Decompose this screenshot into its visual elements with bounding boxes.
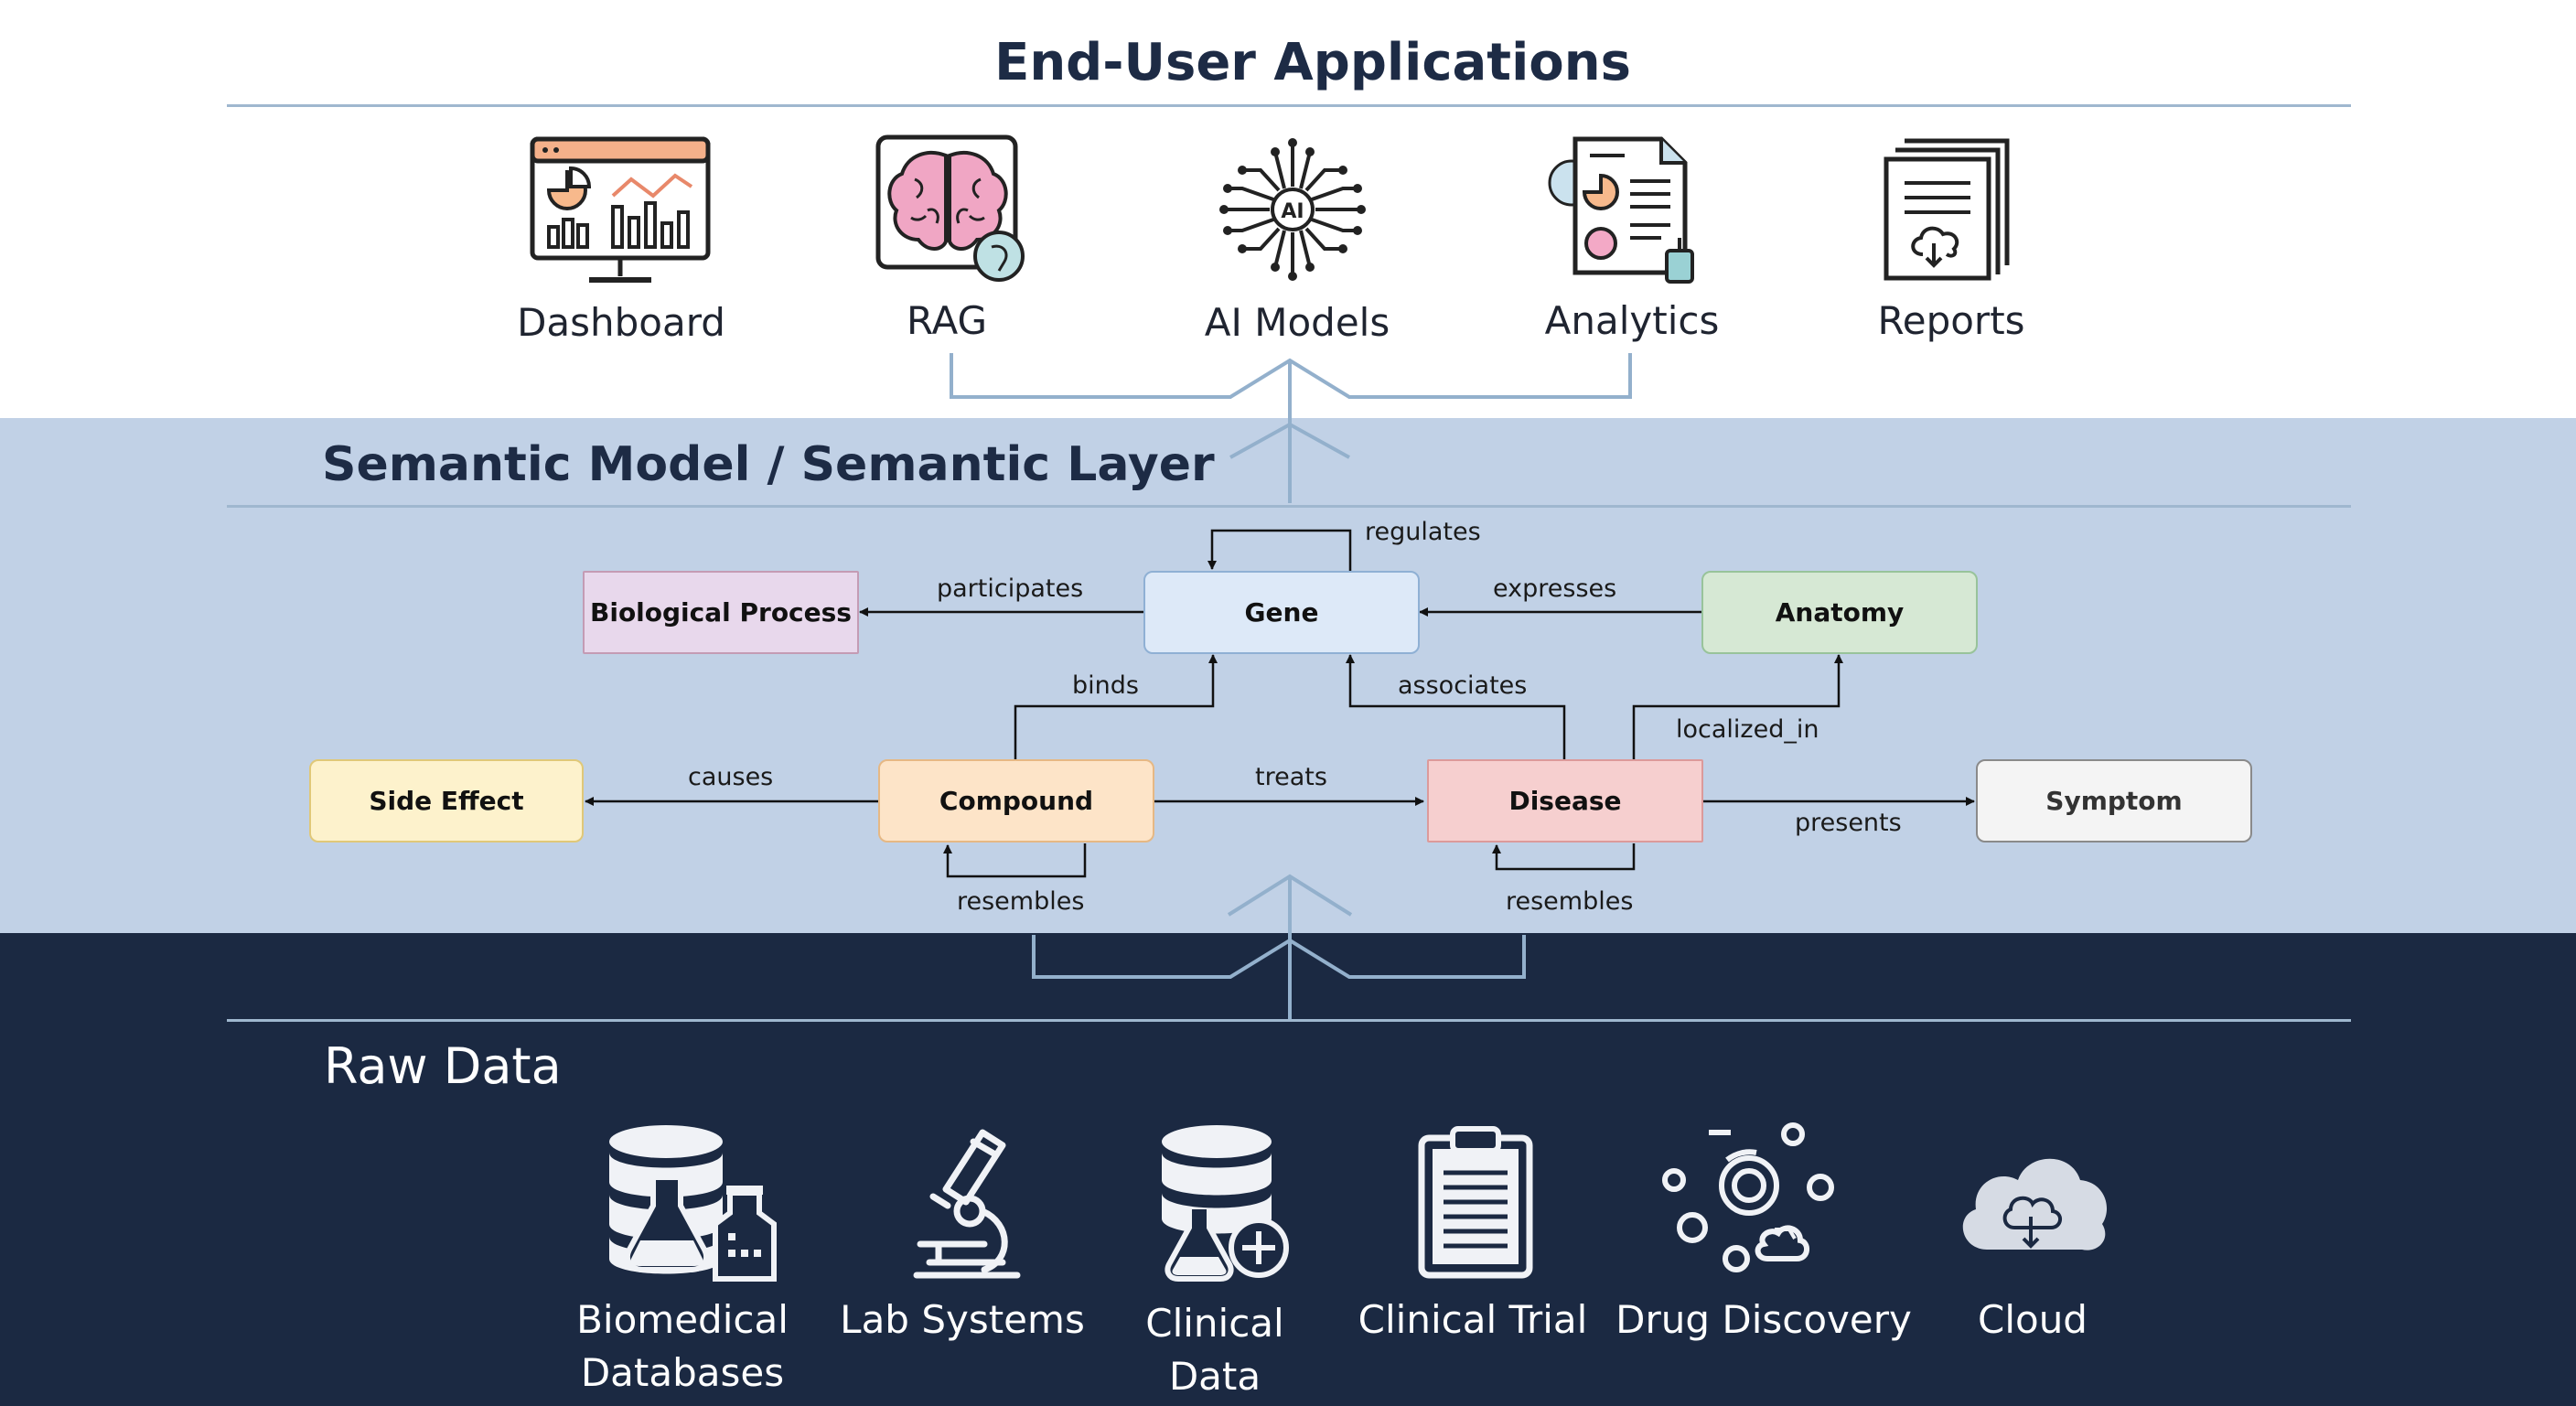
- edge-label-presents: presents: [1795, 809, 1902, 837]
- edge-label-associates: associates: [1398, 671, 1528, 700]
- node-biological-process[interactable]: Biological Process: [583, 571, 859, 654]
- database-flask-icon: [609, 1125, 777, 1282]
- molecules-icon: [1662, 1122, 1834, 1272]
- edge-label-regulates: regulates: [1365, 518, 1481, 546]
- raw-source-drug-discovery[interactable]: Drug Discovery: [1608, 1293, 1919, 1347]
- edge-label-expresses: expresses: [1493, 574, 1617, 603]
- edge-label-participates: participates: [937, 574, 1084, 603]
- edge-label-compound-resembles: resembles: [957, 887, 1085, 916]
- raw-data-divider: [227, 1019, 2351, 1022]
- edge-label-disease-resembles: resembles: [1506, 887, 1634, 916]
- node-gene[interactable]: Gene: [1143, 571, 1420, 654]
- node-symptom[interactable]: Symptom: [1976, 759, 2252, 843]
- raw-source-label: Biomedical: [576, 1297, 789, 1342]
- edge-label-binds: binds: [1072, 671, 1139, 700]
- analytics-document-icon: [1548, 136, 1694, 284]
- app-label-ai-models[interactable]: AI Models: [1204, 300, 1390, 345]
- svg-text:AI: AI: [1281, 200, 1304, 223]
- raw-source-label: Cloud: [1978, 1297, 2088, 1342]
- app-label-rag[interactable]: RAG: [906, 298, 988, 343]
- semantic-layer-divider: [227, 505, 2351, 508]
- node-compound[interactable]: Compound: [878, 759, 1154, 843]
- semantic-layer-band: [0, 418, 2576, 933]
- clipboard-icon: [1418, 1126, 1533, 1279]
- microscope-icon: [913, 1129, 1021, 1279]
- node-disease[interactable]: Disease: [1427, 759, 1703, 843]
- node-side-effect[interactable]: Side Effect: [309, 759, 584, 843]
- applications-divider: [227, 104, 2351, 107]
- node-anatomy[interactable]: Anatomy: [1701, 571, 1978, 654]
- edge-label-localized-in: localized_in: [1676, 715, 1819, 744]
- cloud-icon: [1962, 1158, 2108, 1250]
- app-label-dashboard[interactable]: Dashboard: [517, 300, 725, 345]
- edge-label-causes: causes: [688, 763, 774, 791]
- raw-source-label: Drug Discovery: [1615, 1297, 1912, 1342]
- ai-chip-icon: AI: [1219, 138, 1366, 281]
- applications-band: [0, 0, 2576, 418]
- database-plus-icon: [1162, 1125, 1289, 1282]
- raw-data-title: Raw Data: [324, 1037, 562, 1095]
- raw-source-cloud[interactable]: Cloud: [1877, 1293, 2188, 1347]
- app-label-analytics[interactable]: Analytics: [1544, 298, 1720, 343]
- raw-source-biomedical-databases[interactable]: Biomedical Databases: [527, 1293, 838, 1400]
- raw-source-label: Databases: [580, 1350, 785, 1395]
- raw-source-clinical-trial[interactable]: Clinical Trial: [1317, 1293, 1628, 1347]
- raw-source-clinical-data[interactable]: Clinical Data: [1059, 1297, 1370, 1403]
- app-label-reports[interactable]: Reports: [1877, 298, 2025, 343]
- dashboard-monitor-icon: [530, 136, 711, 283]
- raw-source-label: Clinical Trial: [1358, 1297, 1588, 1342]
- raw-source-label: Clinical: [1145, 1301, 1284, 1346]
- brain-icon: [875, 134, 1025, 282]
- applications-title: End-User Applications: [994, 33, 1631, 92]
- edge-label-treats: treats: [1255, 763, 1327, 791]
- raw-source-lab-systems[interactable]: Lab Systems: [807, 1293, 1118, 1347]
- raw-source-label: Lab Systems: [840, 1297, 1085, 1342]
- semantic-layer-title: Semantic Model / Semantic Layer: [322, 437, 1215, 492]
- reports-documents-icon: [1884, 138, 2010, 281]
- raw-source-label: Data: [1168, 1354, 1261, 1399]
